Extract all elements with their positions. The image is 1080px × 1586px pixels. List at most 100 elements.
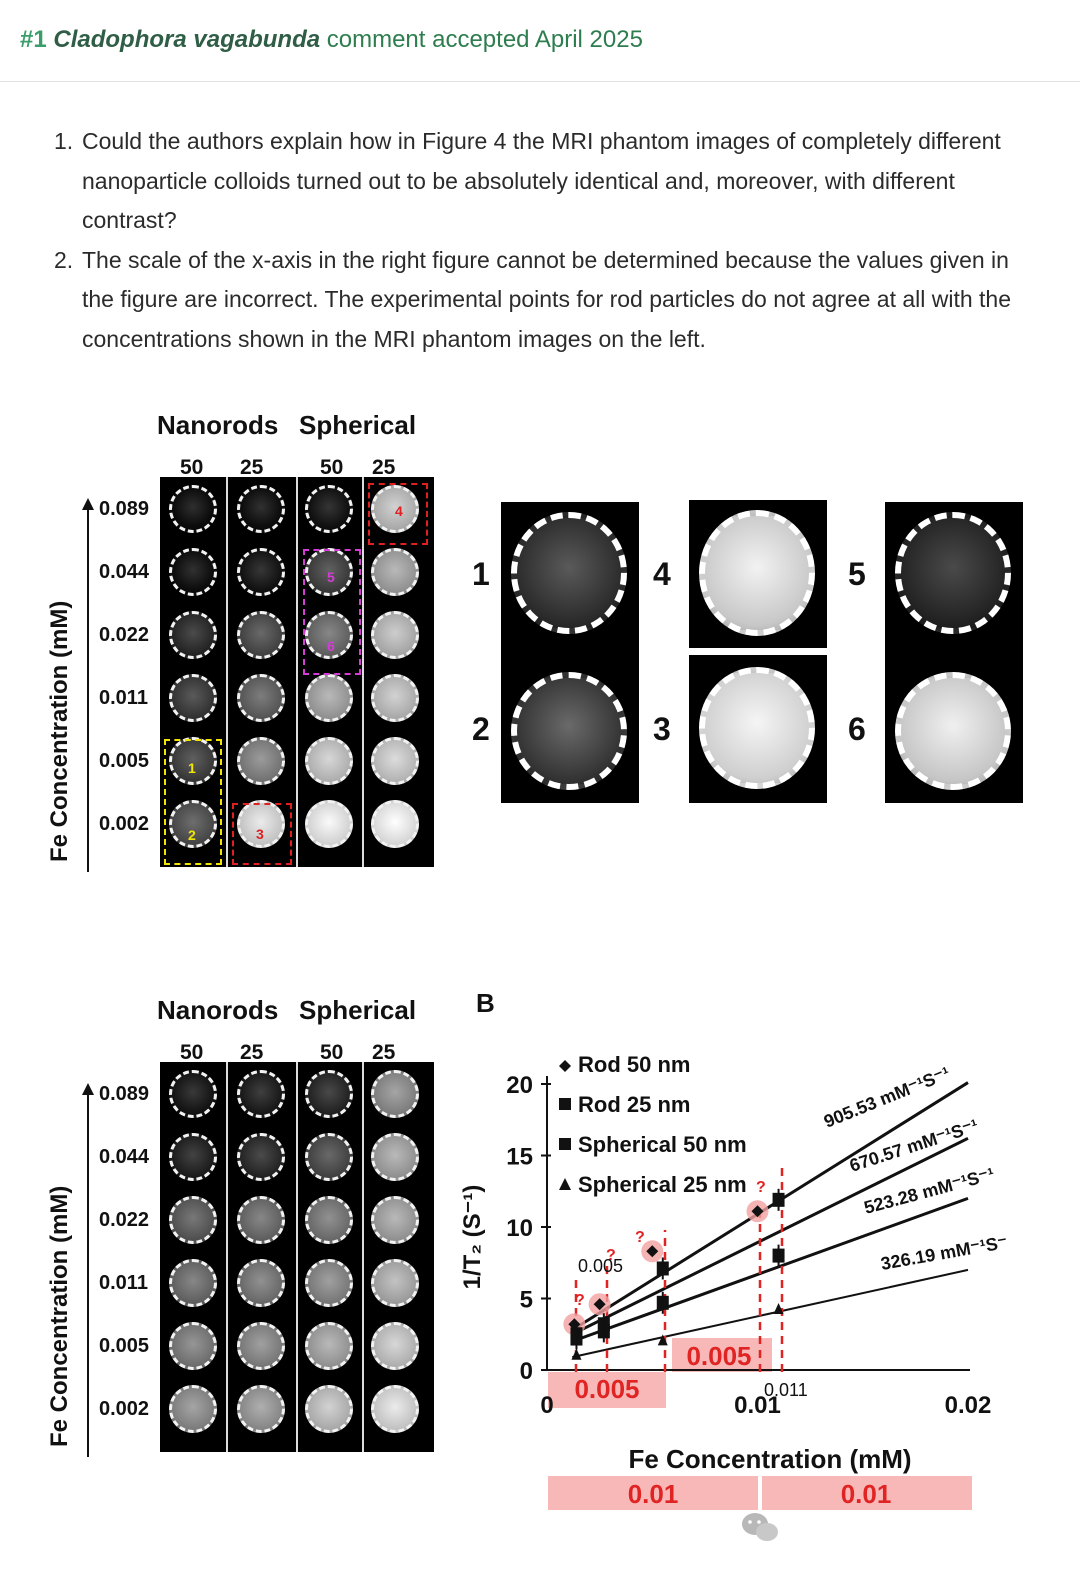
concentration-label: 0.089: [99, 1083, 150, 1105]
concentration-label: 0.011: [99, 1272, 148, 1294]
phantom-well: [305, 485, 353, 533]
well-marker-2: 2: [188, 827, 196, 843]
phantom-well: [371, 1385, 419, 1433]
phantom-well: [371, 737, 419, 785]
size-label: 25: [240, 1041, 264, 1064]
comment-status: comment accepted April 2025: [326, 26, 643, 53]
legend-marker: [559, 1178, 571, 1190]
highlight-box-4: [368, 483, 428, 545]
phantom-y-axis-label: Fe Concentration (mM): [46, 1185, 73, 1447]
phantom-y-axis-arrow: [82, 1083, 94, 1457]
y-tick-label: 10: [506, 1215, 533, 1242]
column-group-nanorods: Nanorods: [157, 410, 279, 440]
phantom-well: [305, 1196, 353, 1244]
phantom-well: [169, 737, 217, 785]
legend-label: Rod 25 nm: [578, 1092, 690, 1117]
zoom-panel-5-6: [885, 502, 1023, 803]
zoom-panel-3: [689, 655, 827, 803]
phantom-well: [169, 611, 217, 659]
phantom-well: [371, 1259, 419, 1307]
zoom-well-1: [511, 512, 627, 634]
concentration-label: 0.089: [99, 498, 150, 520]
annotation-small-label: 0.011: [764, 1380, 808, 1400]
zoom-label-5: 5: [848, 556, 866, 592]
column-separator: [296, 477, 298, 867]
phantom-well: [169, 1385, 217, 1433]
column-group-spherical: Spherical: [299, 410, 417, 440]
y-tick-label: 0: [520, 1358, 533, 1385]
phantom-well: [237, 1385, 285, 1433]
comment-item-number: 1.: [54, 128, 74, 154]
phantom-well: [237, 1196, 285, 1244]
concentration-label: 0.002: [99, 1398, 150, 1420]
phantom-well: [169, 485, 217, 533]
size-label: 25: [372, 1041, 396, 1064]
x-tick-label: 0.01: [734, 1392, 781, 1419]
y-tick-label: 20: [506, 1072, 533, 1099]
y-axis-label: 1/T₂ (S⁻¹): [459, 1185, 486, 1290]
size-label: 25: [240, 456, 264, 479]
phantom-well: [371, 1322, 419, 1370]
commenter-name[interactable]: Cladophora vagabunda: [53, 26, 321, 53]
phantom-y-axis-arrow: [82, 498, 94, 872]
annotation-red-label: 0.01: [841, 1479, 892, 1509]
x-axis-label: Fe Concentration (mM): [628, 1444, 911, 1474]
annotation-red-label: 0.005: [686, 1341, 751, 1371]
well-marker-3: 3: [256, 826, 264, 842]
phantom-well: [237, 1070, 285, 1118]
phantom-well: [169, 1259, 217, 1307]
phantom-well: [305, 611, 353, 659]
zoom-well-4: [699, 510, 815, 636]
column-group-nanorods: Nanorods: [157, 995, 279, 1025]
phantom-well: [371, 1070, 419, 1118]
phantom-figure-bottom: Nanorods Spherical 50 25 50 25 Fe Concen…: [0, 985, 460, 1465]
legend-label: Spherical 50 nm: [578, 1132, 747, 1157]
phantom-well: [237, 485, 285, 533]
phantom-well: [169, 1196, 217, 1244]
zoom-well-3: [699, 667, 815, 789]
data-point-rod-50: [593, 1298, 606, 1311]
legend-marker: [559, 1060, 571, 1072]
legend-label: Rod 50 nm: [578, 1052, 690, 1077]
data-point-rod-50: [751, 1205, 764, 1218]
annotation-highlight: [762, 1476, 972, 1510]
comment-item-text: Could the authors explain how in Figure …: [82, 128, 1001, 233]
phantom-well: [305, 1259, 353, 1307]
concentration-label: 0.044: [99, 1146, 150, 1168]
question-mark: ?: [635, 1229, 645, 1246]
phantom-well: [237, 674, 285, 722]
annotation-highlight: [548, 1476, 758, 1510]
column-separator: [226, 1062, 228, 1452]
concentration-label: 0.011: [99, 687, 148, 709]
zoom-well-6: [895, 672, 1011, 790]
data-point-spherical-25: [773, 1302, 784, 1314]
phantom-well: [371, 548, 419, 596]
phantom-well: [371, 800, 419, 848]
fit-line: [571, 1136, 969, 1336]
phantom-well: [169, 674, 217, 722]
annotation-highlight: [672, 1338, 772, 1372]
highlight-box-1-2: [164, 739, 222, 865]
phantom-well: [237, 611, 285, 659]
annotation-small-label: 0.005: [578, 1256, 623, 1276]
fit-line: [571, 1081, 969, 1332]
phantom-grid: 1 2 3 4 5 6: [160, 477, 434, 867]
comment-item-number: 2.: [54, 246, 74, 273]
size-label: 50: [320, 456, 344, 479]
phantom-well: [305, 674, 353, 722]
chart-panel-label: B: [476, 988, 495, 1018]
phantom-well: [169, 800, 217, 848]
phantom-y-axis-label: Fe Concentration (mM): [46, 600, 73, 862]
size-label: 50: [180, 1041, 204, 1064]
legend-marker: [559, 1138, 571, 1150]
x-tick-label: 0: [540, 1392, 553, 1419]
annotation-red-label: 0.005: [574, 1374, 639, 1404]
zoom-label-3: 3: [653, 711, 671, 747]
wechat-watermark: [740, 1508, 1040, 1548]
column-group-spherical: Spherical: [299, 995, 417, 1025]
well-marker-4: 4: [395, 503, 403, 519]
phantom-well: [305, 1133, 353, 1181]
zoom-well-2: [511, 672, 627, 790]
